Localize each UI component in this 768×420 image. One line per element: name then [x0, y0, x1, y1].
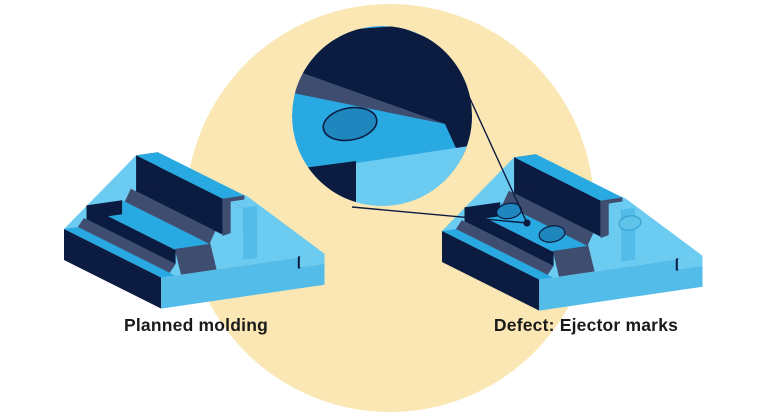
ejector-mark-3	[618, 215, 642, 231]
callout-line-lower	[351, 206, 528, 224]
ejector-mark-1	[496, 202, 522, 220]
backdrop-circle	[186, 4, 594, 412]
callout-line-upper	[454, 65, 528, 224]
zoom-chamfer-band	[292, 68, 445, 124]
zoom-ridge-shadow-face	[292, 26, 472, 192]
caption-defect-ejector-marks: Defect: Ejector marks	[494, 315, 678, 335]
caption-planned-molding: Planned molding	[124, 315, 268, 335]
zoom-ejector-mark	[322, 106, 378, 142]
ejector-mark-2	[538, 225, 566, 243]
callout-dot	[523, 219, 531, 227]
